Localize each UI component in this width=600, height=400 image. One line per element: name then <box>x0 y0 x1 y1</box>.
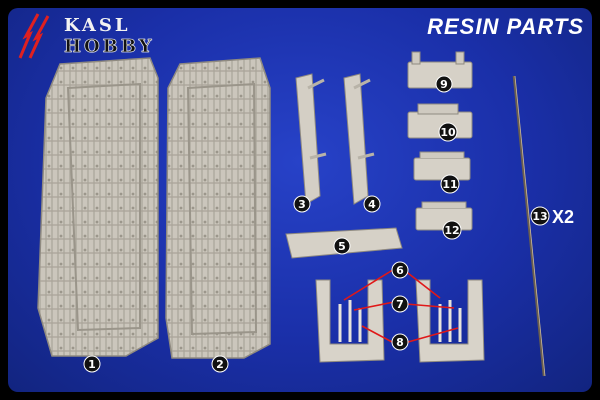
svg-text:9: 9 <box>440 78 448 91</box>
svg-text:6: 6 <box>396 264 404 277</box>
svg-text:7: 7 <box>396 298 404 311</box>
svg-text:5: 5 <box>338 240 346 253</box>
badge-2: 2 <box>211 355 229 373</box>
badge-7: 7 <box>391 295 409 313</box>
badge-13: 13 <box>530 206 550 226</box>
brand-logo: KASL HOBBY <box>16 12 186 60</box>
svg-text:8: 8 <box>396 336 404 349</box>
svg-text:2: 2 <box>216 358 224 371</box>
badge-12: 12 <box>442 220 462 240</box>
part-4-strut <box>343 73 375 205</box>
svg-text:13: 13 <box>532 210 547 223</box>
part-11-box <box>413 151 471 181</box>
badge-3: 3 <box>293 195 311 213</box>
svg-text:3: 3 <box>298 198 306 211</box>
badge-1: 1 <box>83 355 101 373</box>
product-photo: KASL HOBBY RESIN PARTS <box>8 8 592 392</box>
brand-name-line2: HOBBY <box>64 36 155 58</box>
part-13-rod <box>512 75 546 377</box>
leader-lines <box>343 267 459 343</box>
page-title: RESIN PARTS <box>427 14 584 39</box>
svg-text:1: 1 <box>88 358 96 371</box>
part-2-wheel-well-right <box>165 57 271 359</box>
badge-8: 8 <box>391 333 409 351</box>
badge-11: 11 <box>440 174 460 194</box>
lightning-logo-icon <box>18 13 50 59</box>
brand-name-line1: KASL <box>64 15 131 36</box>
svg-text:12: 12 <box>444 224 459 237</box>
part-3-strut <box>295 73 327 205</box>
badge-6: 6 <box>391 261 409 279</box>
parts-illustration: 1 2 3 4 5 6 7 8 9 10 11 12 13 <box>37 51 550 377</box>
badge-10: 10 <box>438 122 458 142</box>
svg-text:10: 10 <box>440 126 456 139</box>
part-1-wheel-well-left <box>37 57 159 357</box>
badge-9: 9 <box>435 75 453 93</box>
bay-frame-left <box>315 279 385 363</box>
svg-text:4: 4 <box>368 198 376 211</box>
badge-4: 4 <box>363 195 381 213</box>
svg-text:11: 11 <box>442 178 457 191</box>
quantity-label: X2 <box>552 207 575 227</box>
bay-frame-right <box>415 279 485 363</box>
badge-5: 5 <box>333 237 351 255</box>
